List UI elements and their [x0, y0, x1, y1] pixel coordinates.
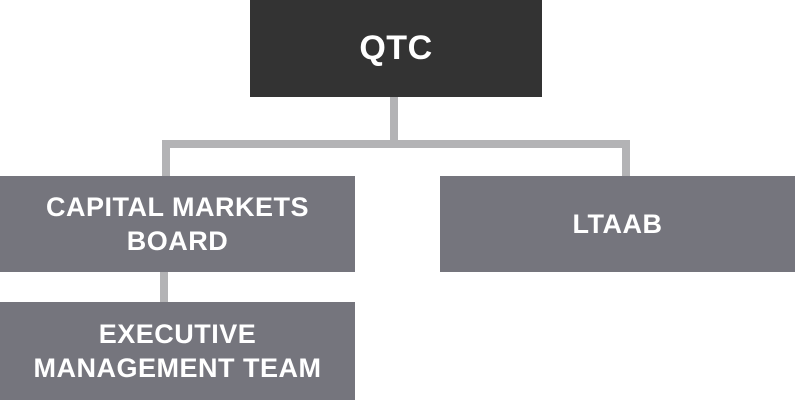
node-ltaab: LTAAB: [440, 176, 795, 272]
connector-to-executive-management-team: [160, 272, 168, 302]
node-qtc-label: QTC: [359, 29, 433, 67]
node-qtc: QTC: [250, 0, 542, 97]
connector-root-down: [390, 97, 398, 144]
node-capital-markets-board-label: CAPITAL MARKETS BOARD: [46, 192, 309, 256]
node-executive-management-team-label: EXECUTIVE MANAGEMENT TEAM: [33, 319, 322, 383]
connector-to-capital-markets-board: [162, 140, 170, 176]
connector-to-ltaab: [622, 140, 630, 176]
node-capital-markets-board: CAPITAL MARKETS BOARD: [0, 176, 355, 272]
node-ltaab-label: LTAAB: [572, 208, 663, 239]
node-executive-management-team: EXECUTIVE MANAGEMENT TEAM: [0, 302, 355, 400]
connector-horizontal-bar: [162, 140, 630, 148]
